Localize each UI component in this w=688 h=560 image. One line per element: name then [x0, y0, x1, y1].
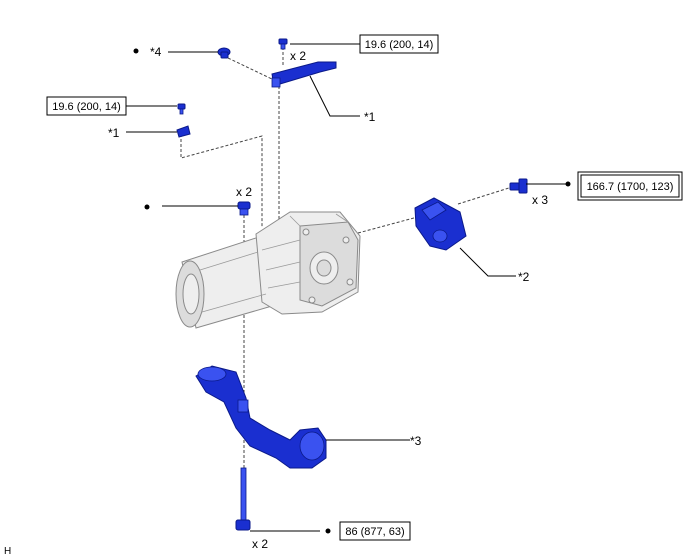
mount-bolts	[509, 178, 528, 194]
part1-upper-bracket	[271, 61, 337, 88]
callout-part1-top: *1	[364, 110, 376, 124]
qty-mount-bolts: x 3	[532, 193, 548, 207]
motor-transaxle-housing	[175, 211, 361, 329]
torque-left-text: 19.6 (200, 14)	[52, 101, 121, 113]
torque-box-lower: 86 (877, 63)	[339, 521, 411, 541]
part4-nut	[217, 47, 231, 59]
callout-part1-left: *1	[108, 126, 120, 140]
bullet-dots	[133, 48, 571, 534]
torque-mount-text: 166.7 (1700, 123)	[587, 181, 674, 193]
torque-box-left: 19.6 (200, 14)	[46, 96, 127, 116]
callout-part4: *4	[150, 45, 162, 59]
lower-bolts	[235, 467, 251, 531]
bracket-bolt-top	[278, 38, 288, 50]
mid-bolts	[237, 201, 251, 216]
part2-mount-bracket	[414, 197, 467, 251]
torque-top-text: 19.6 (200, 14)	[365, 39, 434, 51]
bullet-dot-icon	[133, 48, 139, 54]
bullet-dot-icon	[565, 181, 571, 187]
torque-lower-text: 86 (877, 63)	[345, 526, 404, 538]
callout-part3: *3	[410, 434, 422, 448]
torque-box-top: 19.6 (200, 14)	[359, 34, 439, 54]
qty-mid-bolts: x 2	[236, 185, 252, 199]
qty-lower-bolts: x 2	[252, 537, 268, 551]
bullet-dot-icon	[144, 204, 150, 210]
callout-part2: *2	[518, 270, 530, 284]
qty-bracket-top: x 2	[290, 49, 306, 63]
bracket-bolt-left	[177, 103, 186, 115]
torque-box-mount: 166.7 (1700, 123)	[577, 171, 683, 201]
bullet-dot-icon	[325, 528, 331, 534]
leader-lines	[126, 43, 566, 532]
corner-code: H	[4, 546, 11, 557]
part3-lower-arm	[195, 365, 327, 469]
part1-small-bracket	[176, 125, 191, 138]
